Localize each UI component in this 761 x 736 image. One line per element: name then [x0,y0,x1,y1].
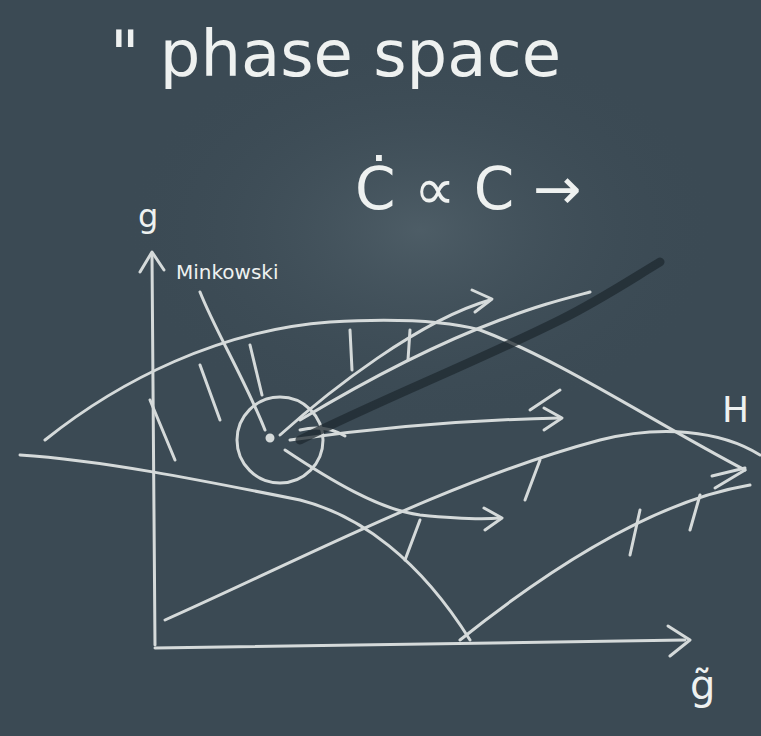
x-axis-arrow [668,626,690,656]
board-heading: " phase space [110,22,561,86]
surface-left-edge [20,455,470,640]
flow-arrowhead [544,408,562,430]
y-axis-arrow [140,252,164,272]
grid-line [408,330,410,360]
board-smudge [120,30,720,430]
axis-label: g [138,200,158,232]
surface-ridge [165,432,760,620]
surface-right-edge [460,485,750,640]
grid-line [405,520,420,560]
grid-line [150,400,175,460]
rate-relation: Ċ ∝ C → [355,160,581,218]
minkowski-point [267,435,273,441]
y-axis [152,255,155,645]
grid-line [630,510,640,555]
flow-arrowhead [472,290,492,312]
dark-trajectory [300,262,660,440]
grid-line [350,330,352,370]
grid-line [200,365,220,420]
axis-label: g̃ [690,665,715,705]
point-label: Minkowski [176,262,279,282]
H-pointer [712,468,745,476]
minkowski-leader [200,292,265,430]
grid-line [250,345,262,395]
flow-arrowhead [484,508,502,530]
flow-arrow [285,450,500,519]
surface-label: H [722,392,749,428]
grid-line [525,460,540,500]
flow-arrow [300,292,590,420]
x-axis [155,640,685,648]
grid-line [690,495,700,530]
